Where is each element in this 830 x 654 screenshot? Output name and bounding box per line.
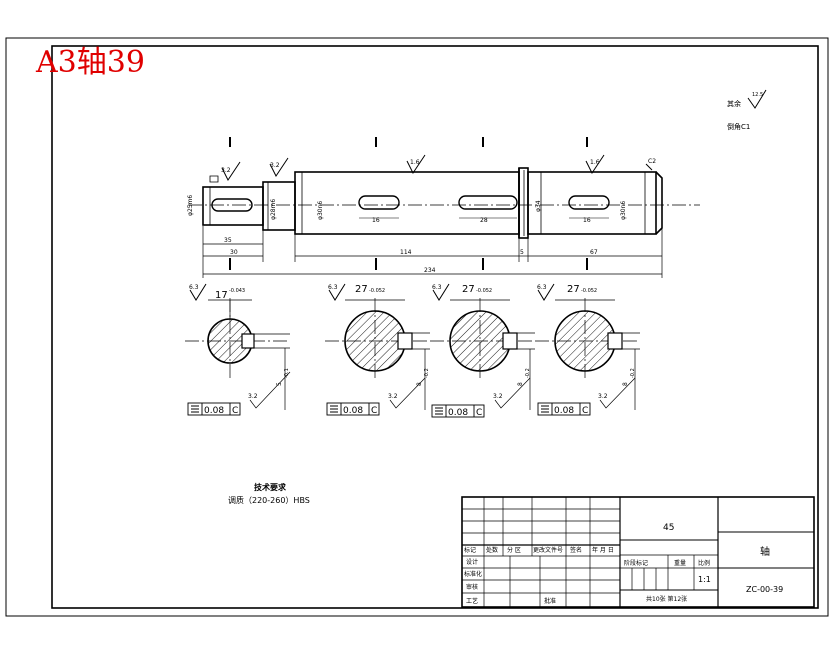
sec1-tol-value: 0.08 bbox=[204, 406, 224, 416]
sec3-width-tol: -0.052 bbox=[476, 288, 492, 294]
sec2-depth-tol: -0.2 bbox=[424, 368, 430, 378]
tb-weight: 重量 bbox=[674, 559, 686, 567]
sec2-width-tol: -0.052 bbox=[369, 288, 385, 294]
tb-scale-label: 比例 bbox=[698, 559, 710, 567]
sec1-width: 17 bbox=[215, 290, 228, 301]
sec4-root-roughness: 3.2 bbox=[598, 393, 608, 400]
sec3-roughness: 6.3 bbox=[432, 284, 442, 291]
dim-5: 5 bbox=[520, 249, 524, 256]
chamfer-note: 倒角C1 bbox=[727, 122, 750, 131]
dim-114: 114 bbox=[400, 249, 412, 256]
section-3 bbox=[430, 283, 535, 380]
tb-col-count: 处数 bbox=[486, 546, 498, 554]
sec1-depth-tol: -0.1 bbox=[284, 368, 290, 378]
keyway-length-1: 16 bbox=[372, 217, 380, 224]
title-block bbox=[461, 496, 815, 608]
header-title: A3轴39 bbox=[35, 45, 145, 80]
section-2 bbox=[325, 283, 430, 380]
keyways bbox=[211, 195, 610, 212]
tb-row-standard: 标准化 bbox=[464, 570, 482, 578]
tb-col-change-doc: 更改文件号 bbox=[533, 546, 563, 554]
sec2-tol-value: 0.08 bbox=[343, 406, 363, 416]
tb-material: 45 bbox=[663, 523, 674, 533]
dim-67: 67 bbox=[590, 249, 598, 256]
sec1-depth: 5 bbox=[276, 382, 283, 386]
sec3-datum: C bbox=[476, 408, 482, 418]
tb-sheet-info: 共10张 第12张 bbox=[646, 595, 687, 603]
roughness-other-label: 其余 bbox=[727, 99, 741, 108]
roughness-note: 其余 12.5 倒角C1 bbox=[727, 89, 767, 131]
sec4-width: 27 bbox=[567, 284, 580, 295]
keyway-length-3: 16 bbox=[583, 217, 591, 224]
sec1-width-tol: -0.043 bbox=[229, 288, 245, 294]
sec4-depth-tol: -0.2 bbox=[630, 368, 636, 378]
tb-row-approve: 批准 bbox=[544, 597, 556, 605]
tb-col-signature: 签名 bbox=[570, 546, 582, 554]
dimension-lines bbox=[202, 226, 663, 278]
datum-box bbox=[209, 175, 219, 183]
dim-234: 234 bbox=[424, 267, 436, 274]
section-markers bbox=[229, 137, 588, 270]
sec4-roughness: 6.3 bbox=[537, 284, 547, 291]
outer-border bbox=[5, 37, 829, 617]
tb-row-review: 审核 bbox=[466, 583, 478, 591]
roughness-top-4: 1.6 bbox=[590, 159, 600, 166]
roughness-top-1: 3.2 bbox=[221, 167, 231, 174]
sec4-width-tol: -0.052 bbox=[581, 288, 597, 294]
section-4 bbox=[535, 283, 640, 380]
dia-label-2: φ28m6 bbox=[270, 199, 277, 220]
top-roughness-symbols bbox=[221, 154, 653, 181]
section-annotations: 6.3 17 -0.043 6.3 27 -0.052 6.3 27 -0.05… bbox=[189, 284, 636, 410]
tb-col-zone: 分 区 bbox=[507, 546, 521, 554]
roughness-top-3: 1.6 bbox=[410, 159, 420, 166]
sec1-root-roughness: 3.2 bbox=[248, 393, 258, 400]
sec2-depth: 8 bbox=[416, 382, 423, 386]
sec3-tol-value: 0.08 bbox=[448, 408, 468, 418]
tech-req-title: 技术要求 bbox=[254, 482, 287, 492]
sec2-roughness: 6.3 bbox=[328, 284, 338, 291]
sec1-datum: C bbox=[232, 406, 238, 416]
sec3-depth: 8 bbox=[517, 382, 524, 386]
section-1 bbox=[185, 283, 290, 378]
sec4-tol-value: 0.08 bbox=[554, 406, 574, 416]
tech-req-line1: 调质（220-260）HBS bbox=[228, 495, 310, 505]
tb-row-process: 工艺 bbox=[466, 597, 478, 605]
tb-scale-value: 1:1 bbox=[698, 575, 711, 584]
tolerance-frames bbox=[187, 402, 591, 418]
sec3-depth-tol: -0.2 bbox=[525, 368, 531, 378]
dia-label-5: φ30n6 bbox=[620, 201, 627, 220]
tb-stage-mark: 阶段标记 bbox=[624, 559, 648, 567]
dim-35: 35 bbox=[224, 237, 232, 244]
sec2-root-roughness: 3.2 bbox=[388, 393, 398, 400]
keyway-length-2: 28 bbox=[480, 217, 488, 224]
tb-col-mark: 标记 bbox=[464, 546, 476, 554]
sec4-datum: C bbox=[582, 406, 588, 416]
sec3-width: 27 bbox=[462, 284, 475, 295]
tb-row-design: 设计 bbox=[466, 558, 478, 566]
tb-part-name: 轴 bbox=[760, 545, 770, 558]
roughness-symbol bbox=[747, 89, 767, 109]
sec2-width: 27 bbox=[355, 284, 368, 295]
sec4-depth: 8 bbox=[622, 382, 629, 386]
shaft-outline bbox=[202, 167, 663, 239]
dia-label-3: φ30n6 bbox=[317, 201, 324, 220]
dia-label-4: φ34 bbox=[535, 200, 542, 212]
sec3-root-roughness: 3.2 bbox=[493, 393, 503, 400]
tb-col-date: 年 月 日 bbox=[592, 546, 614, 554]
chamfer-c2-label: C2 bbox=[648, 158, 656, 165]
sec2-datum: C bbox=[371, 406, 377, 416]
roughness-top-2: 3.2 bbox=[270, 162, 280, 169]
roughness-other-value: 12.5 bbox=[752, 92, 763, 98]
sec1-roughness: 6.3 bbox=[189, 284, 199, 291]
dia-label-1: φ25m6 bbox=[187, 195, 194, 216]
tb-drawing-no: ZC-00-39 bbox=[746, 585, 783, 594]
shaft-view: 3.2 3.2 1.6 1.6 C2 φ25m6 φ28m6 φ30n6 φ34… bbox=[187, 137, 700, 278]
dim-30: 30 bbox=[230, 249, 238, 256]
inner-border bbox=[51, 45, 819, 609]
